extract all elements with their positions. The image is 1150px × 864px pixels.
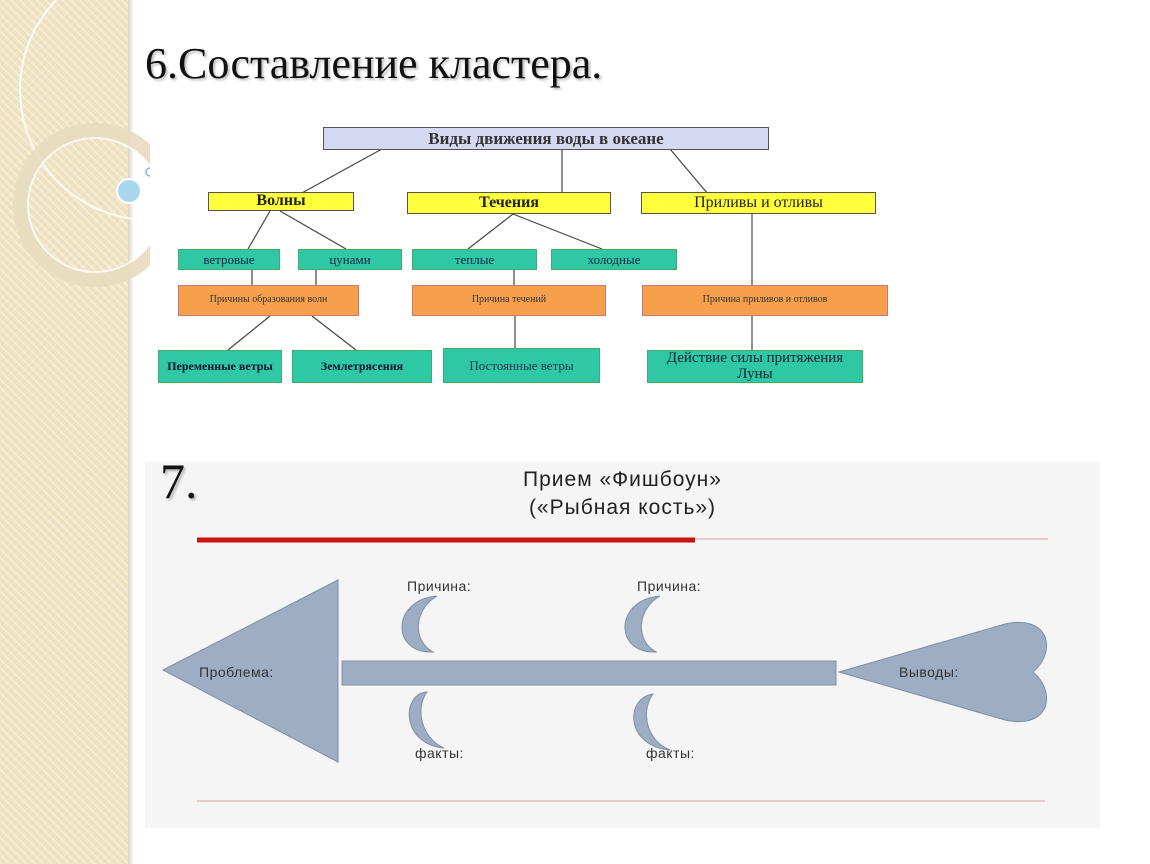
label-problem: Проблема: xyxy=(199,664,274,680)
label-cause-1: Причина: xyxy=(407,578,472,594)
node-currents: Течения xyxy=(407,192,611,214)
label-cause-2: Причина: xyxy=(637,578,702,594)
fishbone-subtitle: («Рыбная кость») xyxy=(528,496,717,519)
fish-tail xyxy=(837,621,1048,723)
bone-bottom-2 xyxy=(633,693,671,751)
node-wind-waves: ветровые xyxy=(178,249,280,270)
node-waves: Волны xyxy=(208,192,354,211)
node-variable-winds: Переменные ветры xyxy=(158,350,282,383)
connector xyxy=(669,148,709,195)
slide-title: 6.Составление кластера. xyxy=(145,39,603,88)
connector xyxy=(311,315,357,351)
fishbone-diagram: Прием «Фишбоун» («Рыбная кость») Проблем… xyxy=(145,462,1100,828)
label-conclusions: Выводы: xyxy=(899,664,959,680)
cluster-root-node: Виды движения воды в океане xyxy=(323,127,769,150)
bone-bottom-1 xyxy=(408,691,445,749)
decorative-side-band xyxy=(0,0,128,864)
node-constant-winds: Постоянные ветры xyxy=(443,348,600,383)
node-moon-gravity: Действие силы притяжения Луны xyxy=(647,350,863,383)
node-tides-cause: Причина приливов и отливов xyxy=(642,285,888,316)
label-facts-2: факты: xyxy=(646,745,695,761)
node-warm-currents: теплые xyxy=(412,249,537,270)
fishbone-title: Прием «Фишбоун» xyxy=(523,468,722,491)
fishbone-shapes xyxy=(161,537,1048,802)
fish-spine xyxy=(341,660,837,686)
node-earthquakes: Землетрясения xyxy=(292,350,432,383)
connector xyxy=(227,315,271,351)
bone-top-2 xyxy=(624,595,661,653)
side-band-shadow xyxy=(128,0,134,864)
connector xyxy=(247,210,271,250)
node-currents-cause: Причина течений xyxy=(412,285,606,316)
slide-number-7: 7. xyxy=(160,453,198,509)
cluster-diagram: Виды движения воды в океане Волны Течени… xyxy=(150,108,914,438)
connector xyxy=(467,213,514,250)
connector xyxy=(299,148,383,195)
node-tsunami: цунами xyxy=(298,249,402,270)
connector xyxy=(279,210,347,250)
node-tides: Приливы и отливы xyxy=(641,192,876,214)
connector xyxy=(512,213,603,250)
fish-head xyxy=(161,579,339,763)
cluster-connectors xyxy=(227,148,753,351)
label-facts-1: факты: xyxy=(415,745,464,761)
bone-top-1 xyxy=(401,595,438,653)
node-cold-currents: холодные xyxy=(551,249,677,270)
node-waves-cause: Причины образования волн xyxy=(178,285,359,316)
